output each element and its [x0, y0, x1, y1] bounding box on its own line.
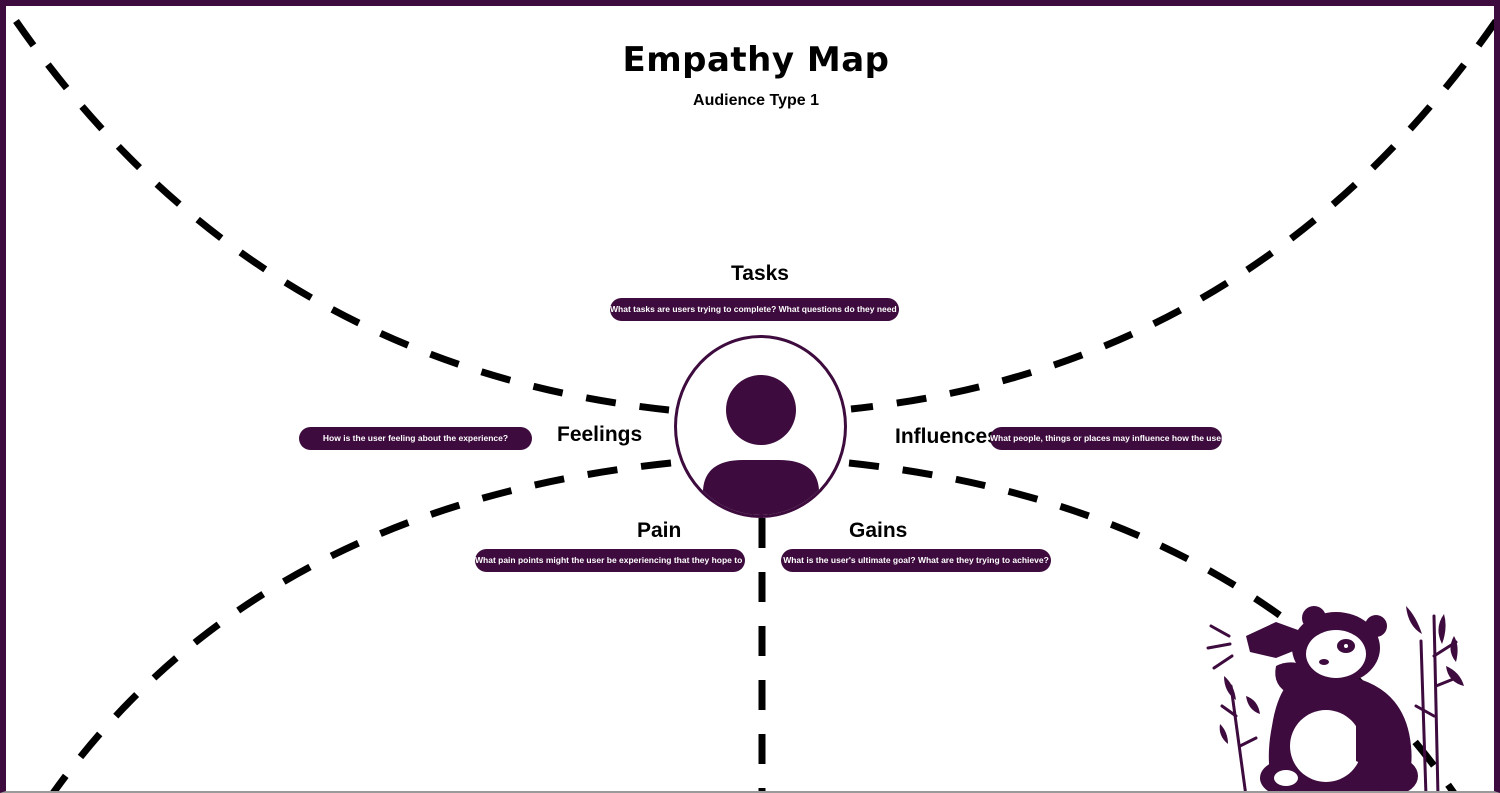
section-label-pain: Pain: [637, 519, 682, 542]
dashed-line-bottom-left: [50, 459, 672, 791]
user-avatar-icon: [674, 335, 847, 518]
section-label-feelings: Feelings: [557, 423, 643, 446]
prompt-pill-feelings[interactable]: How is the user feeling about the experi…: [299, 427, 532, 450]
prompt-pill-pain[interactable]: What pain points might the user be exper…: [475, 549, 745, 572]
prompt-pill-influences[interactable]: What people, things or places may influe…: [990, 427, 1222, 450]
page-title: Empathy Map: [622, 40, 890, 80]
dashed-line-top-right: [850, 19, 1494, 413]
panda-megaphone-illustration: [1206, 606, 1464, 791]
prompt-pill-gains[interactable]: What is the user's ultimate goal? What a…: [781, 549, 1051, 572]
prompt-pill-tasks[interactable]: What tasks are users trying to complete?…: [610, 298, 899, 321]
page-subtitle: Audience Type 1: [693, 92, 819, 109]
section-label-tasks: Tasks: [731, 262, 789, 285]
dashed-line-top-left: [13, 19, 670, 414]
section-label-gains: Gains: [849, 519, 908, 542]
section-label-influences: Influences: [895, 425, 999, 448]
